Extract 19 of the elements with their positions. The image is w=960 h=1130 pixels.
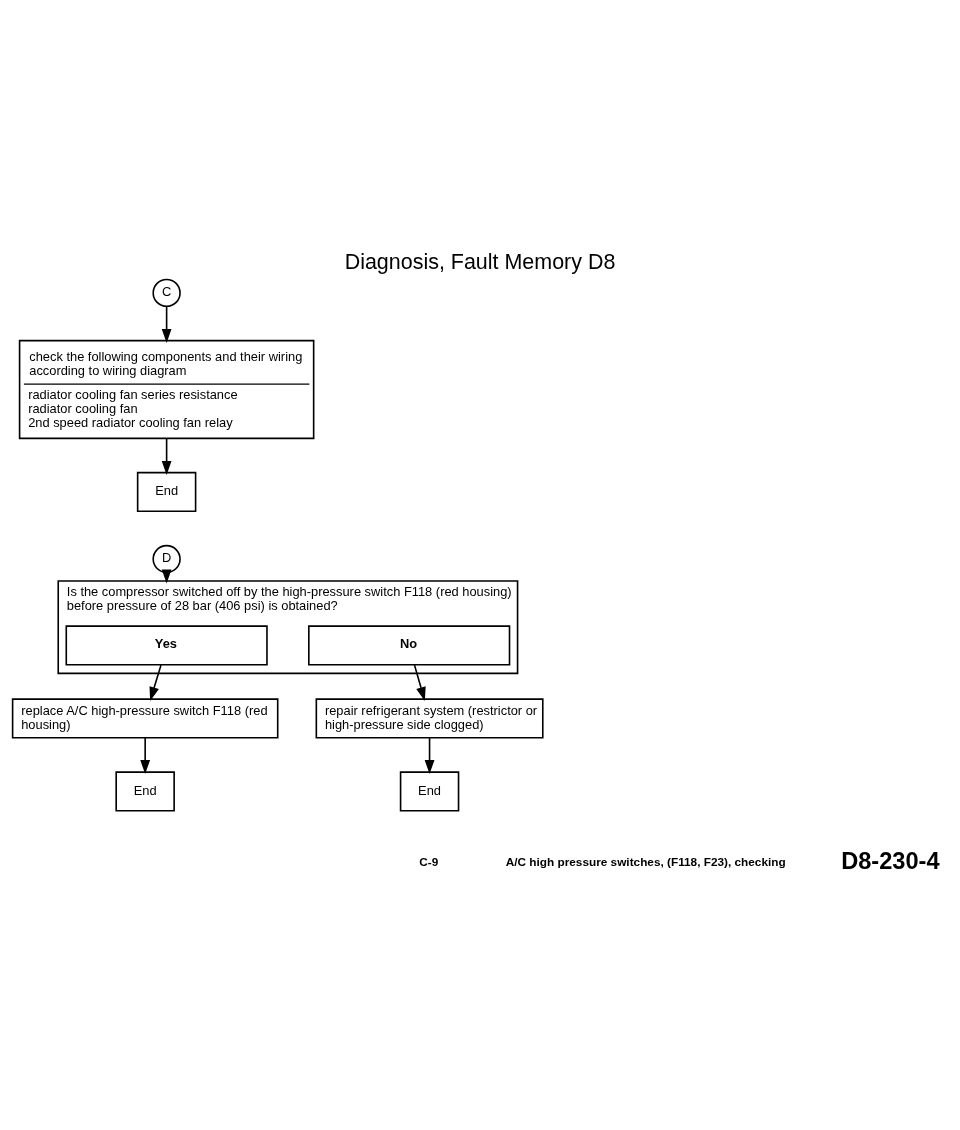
node-box: replace A/C high-pressure switch F118 (red housing) (11, 697, 279, 739)
arrow (149, 663, 162, 701)
node-box: End (399, 770, 460, 812)
label: D8-230-4 (841, 847, 940, 874)
node-box: repair refrigerant system (restrictor or high-pressure side clogged) (315, 697, 544, 739)
diagram-title: Diagnosis, Fault Memory D8 (344, 249, 616, 274)
arrow (161, 305, 172, 343)
node-box: End (115, 770, 175, 812)
label: C-9 (419, 854, 439, 869)
arrow (140, 736, 151, 774)
node-box: Yes (65, 624, 268, 666)
node-circle: C (152, 278, 181, 307)
node-box: check the following components and their wiring according to wiring diagram radiator cooling fan series resistance radiator cooling fan 2nd speed radiator cooling fan relay (18, 339, 315, 439)
arrow (413, 663, 426, 701)
node-box: No (308, 624, 511, 666)
node-box: End (136, 471, 197, 512)
label: A/C high pressure switches, (F118, F23), checking (505, 854, 786, 869)
arrow (424, 736, 435, 774)
arrow (161, 437, 172, 475)
